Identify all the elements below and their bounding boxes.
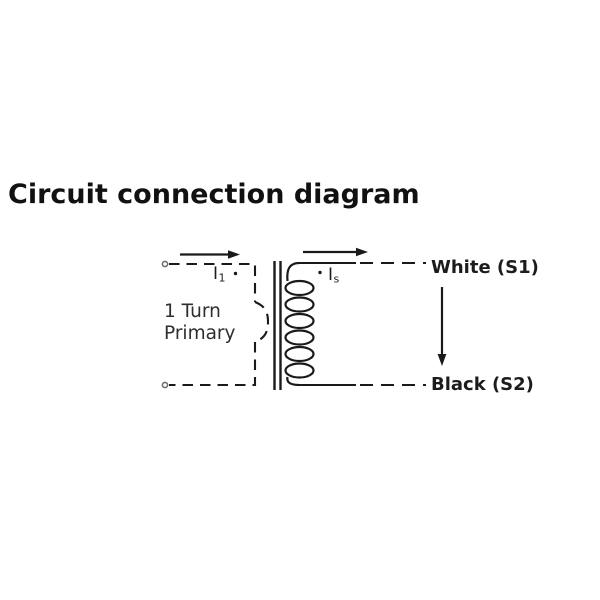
current-direction-arrow-secondary-icon bbox=[303, 247, 368, 257]
primary-wire-top bbox=[169, 262, 257, 302]
transformer-core bbox=[273, 261, 282, 390]
terminal-label-black-s2: Black (S2) bbox=[431, 374, 534, 395]
diagram-labels: I 1 I s 1 Turn Primary White (S1) Black … bbox=[164, 257, 539, 395]
s1-to-s2-arrow-icon bbox=[437, 287, 447, 366]
primary-turns-label-line2: Primary bbox=[164, 323, 236, 344]
secondary-current-label: I bbox=[328, 265, 333, 285]
primary-wire-core-bump bbox=[254, 301, 270, 343]
primary-turns-label-line1: 1 Turn bbox=[164, 301, 221, 322]
primary-current-label: I bbox=[213, 264, 218, 284]
primary-terminal-bottom-icon bbox=[161, 381, 169, 389]
terminal-label-white-s1: White (S1) bbox=[431, 257, 539, 278]
secondary-circuit bbox=[284, 247, 447, 387]
primary-terminal-top-icon bbox=[161, 260, 169, 268]
secondary-coil-icon bbox=[284, 261, 315, 387]
polarity-dot-primary-icon bbox=[233, 271, 238, 276]
polarity-dot-secondary-icon bbox=[318, 270, 322, 275]
current-direction-arrow-primary-icon bbox=[180, 250, 240, 259]
primary-wire-bottom bbox=[169, 342, 257, 387]
primary-current-subscript: 1 bbox=[219, 272, 226, 285]
page-title: Circuit connection diagram bbox=[8, 179, 420, 210]
primary-circuit bbox=[161, 250, 270, 389]
secondary-current-subscript: s bbox=[334, 273, 340, 286]
